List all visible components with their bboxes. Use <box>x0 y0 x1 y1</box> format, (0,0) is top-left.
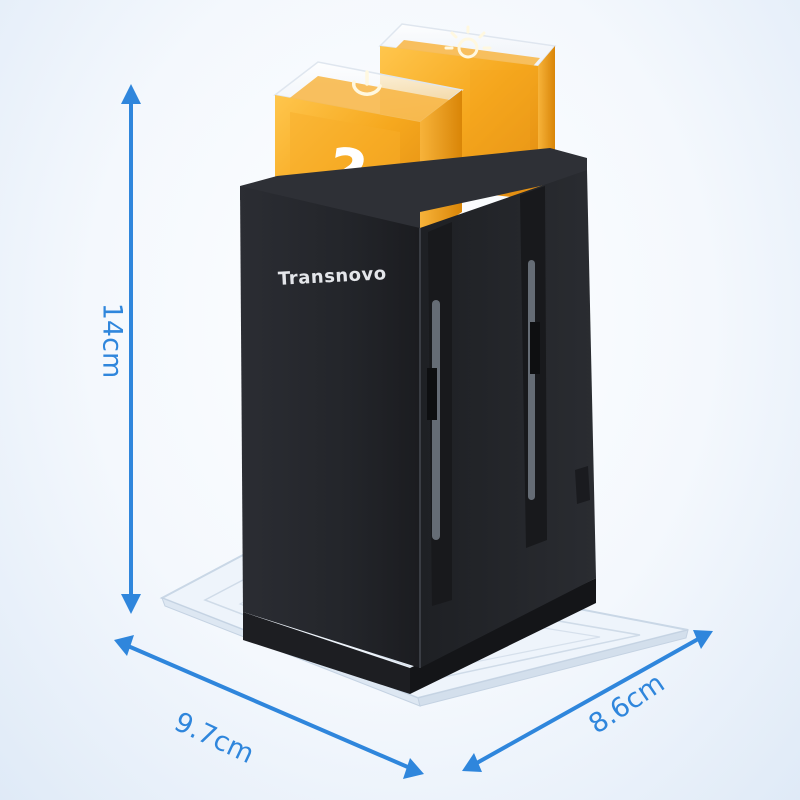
power-icon <box>352 70 382 96</box>
width-arrow <box>114 635 424 779</box>
dock-body <box>240 148 596 668</box>
sun-icon <box>444 25 492 59</box>
dock-foot <box>243 578 596 694</box>
height-dimension-label: 14cm <box>96 302 128 379</box>
depth-arrow <box>462 630 713 772</box>
height-arrow <box>121 84 141 614</box>
